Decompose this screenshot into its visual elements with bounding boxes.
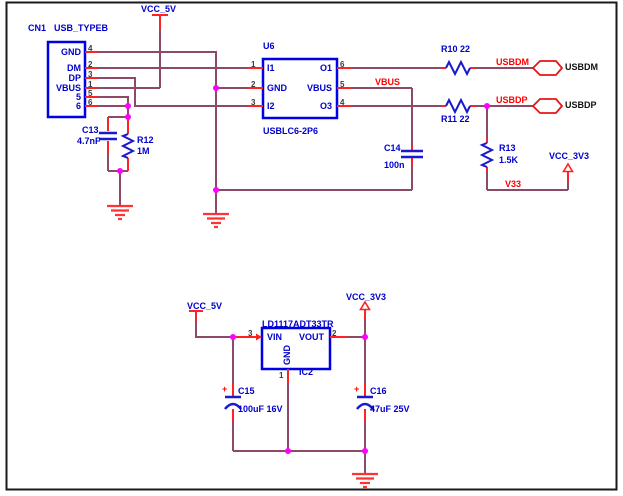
r12-ref: R12 [137, 135, 154, 145]
u6-pin-number: 6 [340, 60, 345, 69]
u6-pin-label: I2 [267, 101, 275, 111]
cn1-pin-label: 6 [75, 101, 81, 111]
c16-value: 47uF 25V [370, 404, 410, 414]
vin-arrow-icon [256, 333, 262, 341]
power-triangle-vcc3v3[interactable] [562, 162, 574, 173]
c15-value: 100uF 16V [238, 404, 283, 414]
u6-pin-label: VBUS [306, 83, 332, 93]
gnd-symbol[interactable] [203, 212, 229, 229]
cn1-pin-label: DM [67, 63, 81, 73]
r13-value: 1.5K [499, 155, 519, 165]
resistor-r11[interactable] [445, 97, 471, 115]
ic2-ref: IC2 [299, 367, 314, 377]
power-bar-vcc5v-bottom[interactable] [189, 310, 203, 322]
junction-dots [117, 85, 490, 454]
r11-label: R11 22 [441, 114, 470, 124]
capacitor-c14[interactable] [401, 149, 423, 159]
net-label-vbus: VBUS [375, 77, 401, 87]
port-usbdm-shape[interactable] [531, 60, 564, 76]
c16-plus-icon: + [354, 384, 360, 394]
cn1-pin-number: 4 [88, 44, 93, 53]
u6-pin-label: I1 [267, 63, 275, 73]
u6-pin-number: 5 [340, 80, 345, 89]
gnd-symbol[interactable] [352, 472, 378, 489]
c14-value: 100n [384, 160, 405, 170]
port-usbdm-label: USBDM [565, 62, 598, 72]
ic2-pin-number: 3 [248, 329, 253, 338]
c15-ref: C15 [238, 386, 255, 396]
u6-pin-number: 4 [340, 98, 345, 107]
ic2-pin-stubs[interactable] [233, 333, 347, 385]
ic2-pin-number: 1 [279, 371, 284, 380]
resistor-r13[interactable] [479, 142, 495, 168]
power-net-vcc5v-top: VCC_5V [141, 4, 177, 14]
u6-part: USBLC6-2P6 [263, 126, 319, 136]
u6-pin-label: O1 [319, 63, 332, 73]
cn1-pin-number: 6 [88, 98, 93, 107]
c13-value: 4.7nF [77, 136, 101, 146]
wire[interactable] [98, 51, 217, 214]
ic2-pin-number: 2 [332, 329, 337, 338]
ic2-part: LD1117ADT33TR [262, 319, 334, 329]
net-label-usbdm: USBDM [496, 57, 529, 67]
u6-ref: U6 [263, 41, 275, 51]
c16-ref: C16 [370, 386, 387, 396]
cn1-pin-label: DP [68, 73, 81, 83]
c14-ref: C14 [384, 143, 401, 153]
cn1-body[interactable] [46, 40, 87, 119]
c13-ref: C13 [82, 125, 99, 135]
u6-pin-label: GND [267, 83, 287, 93]
capacitor-c13[interactable] [99, 131, 117, 141]
ic2-vout-label: VOUT [298, 332, 324, 342]
u6-pin-number: 2 [251, 80, 256, 89]
capacitor-c15[interactable] [224, 395, 242, 410]
sheet-border [5, 1, 618, 491]
u6-pin-label: O3 [319, 101, 332, 111]
r13-ref: R13 [499, 143, 516, 153]
cn1-ref: CN1 [28, 23, 47, 33]
ic2-vin-label: VIN [267, 332, 283, 342]
r10-label: R10 22 [441, 44, 471, 54]
cn1-pin-number: 5 [88, 89, 93, 98]
cn1-pin-label: 5 [75, 92, 81, 102]
net-label-v33: V33 [505, 179, 522, 189]
cn1-pin-number: 1 [88, 80, 93, 89]
resistor-r12[interactable] [120, 133, 136, 159]
resistor-r10[interactable] [445, 59, 471, 77]
cn1-pin-number: 3 [88, 70, 93, 79]
wire[interactable] [98, 96, 129, 117]
u6-pin-number: 1 [251, 60, 256, 69]
power-net-vcc5v-bottom: VCC_5V [187, 301, 223, 311]
r12-value: 1M [137, 146, 150, 156]
u6-body[interactable] [261, 57, 339, 120]
power-bar-vcc5v-top[interactable] [152, 14, 168, 30]
cn1-part: USB_TYPEB [54, 23, 109, 33]
gnd-symbol[interactable] [107, 204, 133, 221]
port-usbdp-shape[interactable] [531, 98, 564, 114]
capacitor-c16[interactable] [356, 395, 374, 410]
ic2-gnd-label: GND [282, 345, 292, 365]
u6-pin-stubs[interactable] [248, 67, 352, 107]
net-label-usbdp: USBDP [496, 95, 528, 105]
ic2-body[interactable] [260, 326, 332, 371]
cn1-pin-stubs[interactable] [85, 51, 98, 107]
c15-plus-icon: + [222, 384, 228, 394]
port-usbdp-label: USBDP [565, 100, 597, 110]
u6-pin-number: 3 [251, 98, 256, 107]
component-leads[interactable] [107, 67, 488, 421]
power-net-vcc3v3-upper: VCC_3V3 [549, 151, 590, 161]
cn1-pin-label: GND [61, 47, 81, 57]
power-triangle-vcc3v3[interactable] [359, 300, 371, 311]
cn1-pin-label: VBUS [55, 83, 81, 93]
wire[interactable] [98, 77, 248, 107]
wire[interactable] [195, 322, 233, 338]
power-net-vcc3v3-lower: VCC_3V3 [346, 292, 387, 302]
cn1-pin-number: 2 [88, 60, 93, 69]
